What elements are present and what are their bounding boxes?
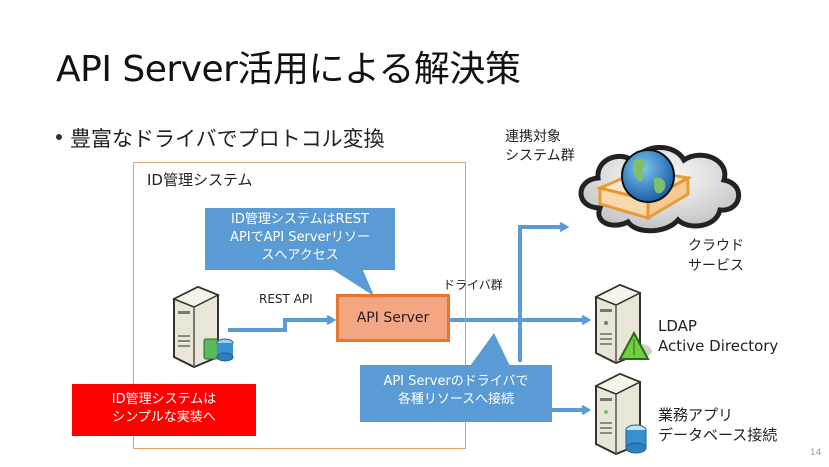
page-number: 14 — [810, 448, 822, 458]
label-line: 業務アプリ — [658, 406, 734, 424]
callout-line: APIでAPI Serverリソー — [230, 230, 370, 245]
business-app-label: 業務アプリ データベース接続 — [658, 405, 777, 445]
rest-access-callout: ID管理システムはREST APIでAPI Serverリソー スへアクセス — [205, 208, 395, 270]
target-systems-label: 連携対象 システム群 — [505, 128, 575, 166]
label-line: クラウド — [688, 238, 744, 254]
label-line: Active Directory — [658, 337, 779, 355]
label-line: 連携対象 — [505, 129, 561, 145]
bullet-dot — [56, 134, 62, 140]
cloud-globe-icon — [578, 145, 742, 234]
label-line: サービス — [688, 258, 744, 274]
driver-callout: API Serverのドライバで 各種リソースへ接続 — [360, 365, 552, 422]
simple-implementation-note: ID管理システムは シンプルな実装へ — [72, 384, 256, 436]
id-system-label: ID管理システム — [147, 171, 253, 189]
rest-api-label: REST API — [259, 292, 313, 306]
callout-line: ID管理システムはREST — [231, 212, 369, 227]
id-system-boundary — [133, 162, 466, 449]
cloud-service-label: クラウド サービス — [688, 236, 744, 276]
callout2-tail — [470, 333, 510, 366]
rest-api-arrow — [228, 320, 333, 332]
note-line: シンプルな実装へ — [112, 410, 216, 425]
label-line: LDAP — [658, 317, 697, 335]
server-database-icon — [594, 372, 647, 456]
label-line: システム群 — [505, 148, 575, 164]
ldap-label: LDAP Active Directory — [658, 316, 778, 356]
bullet-text: 豊富なドライバでプロトコル変換 — [70, 127, 385, 151]
note-line: ID管理システムは — [111, 392, 217, 407]
callout-line: スへアクセス — [261, 248, 339, 263]
driver-group-label: ドライバ群 — [443, 278, 503, 292]
callout-line: 各種リソースへ接続 — [397, 392, 515, 407]
api-server-box: API Server — [336, 294, 450, 342]
callout1-tail — [330, 268, 374, 296]
slide-title: API Server活用による解決策 — [56, 49, 521, 90]
callout-line: API Serverのドライバで — [383, 374, 529, 389]
server-directory-icon — [594, 283, 652, 365]
cloud-arrow — [518, 227, 566, 362]
bullet-point: 豊富なドライバでプロトコル変換 — [56, 123, 385, 153]
id-server-icon — [172, 285, 234, 369]
label-line: データベース接続 — [658, 426, 778, 444]
